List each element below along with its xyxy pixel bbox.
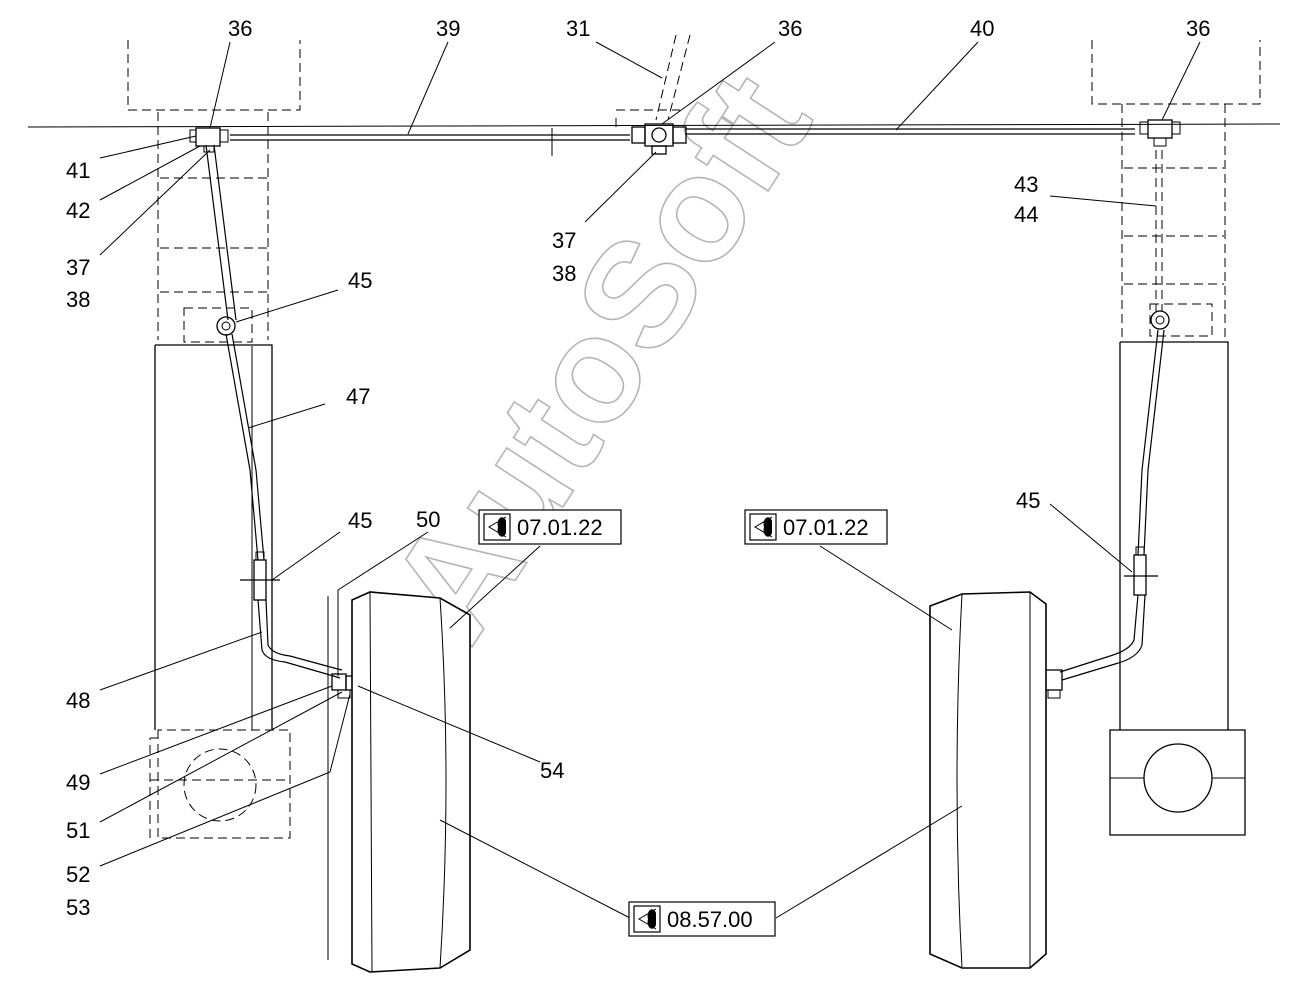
callout-37-center: 37	[552, 228, 576, 253]
callout-45-right: 45	[1016, 488, 1040, 513]
callout-48: 48	[66, 688, 90, 713]
callout-40: 40	[970, 16, 994, 41]
callout-54: 54	[540, 758, 564, 783]
callout-51: 51	[66, 818, 90, 843]
callout-38-left: 38	[66, 287, 90, 312]
callout-47: 47	[346, 384, 370, 409]
view-eye-icon	[754, 516, 773, 538]
view-eye-icon	[638, 908, 657, 930]
callout-39: 39	[436, 16, 460, 41]
callout-45-left-lower: 45	[348, 508, 372, 533]
callout-41: 41	[66, 158, 90, 183]
callout-37-left: 37	[66, 255, 90, 280]
reference-label: 07.01.22	[783, 515, 869, 540]
frame-structure	[27, 34, 1281, 839]
reference-box-right-wheel[interactable]: 07.01.22	[744, 509, 888, 545]
callout-38-center: 38	[552, 261, 576, 286]
callout-44: 44	[1014, 202, 1038, 227]
callout-labels: 36 39 31 36 40 36 41 42 37 38 37 38 43 4…	[66, 16, 1210, 920]
leader-lines	[99, 41, 1201, 919]
reference-label: 07.01.22	[517, 515, 603, 540]
callout-52: 52	[66, 862, 90, 887]
callout-36-center: 36	[778, 16, 802, 41]
callout-49: 49	[66, 770, 90, 795]
callout-31: 31	[566, 16, 590, 41]
watermark-text: AutoSoft	[356, 45, 842, 667]
callout-36-left: 36	[228, 16, 252, 41]
left-tire	[327, 591, 471, 973]
callout-45-left-upper: 45	[348, 268, 372, 293]
right-tire	[929, 591, 1047, 969]
reference-box-left-wheel[interactable]: 07.01.22	[478, 509, 622, 545]
callout-36-right: 36	[1186, 16, 1210, 41]
callout-53: 53	[66, 895, 90, 920]
brake-lines	[205, 128, 1165, 681]
reference-label: 08.57.00	[667, 907, 753, 932]
callout-42: 42	[66, 198, 90, 223]
callout-43: 43	[1014, 172, 1038, 197]
view-eye-icon	[488, 516, 507, 538]
callout-50: 50	[416, 507, 440, 532]
reference-box-tires[interactable]: 08.57.00	[628, 901, 776, 937]
